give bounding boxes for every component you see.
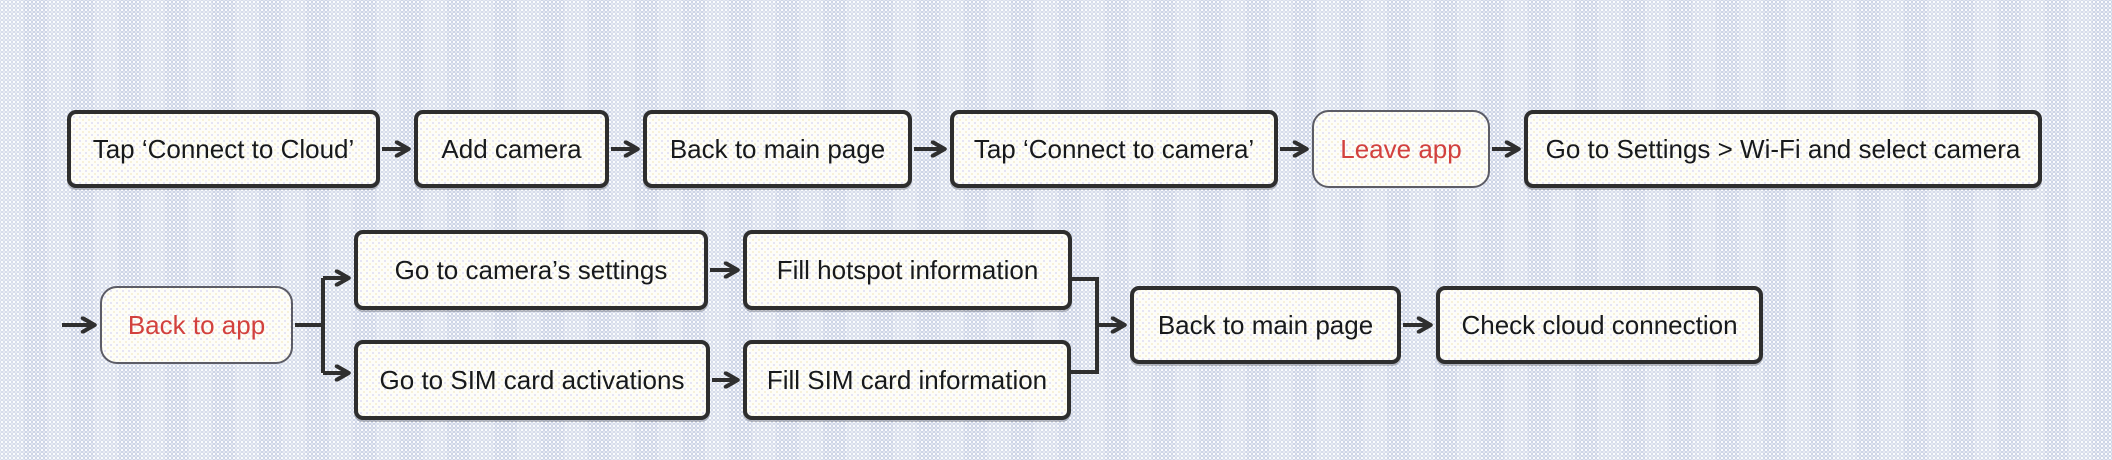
edge-backtoapp-fork [295, 278, 325, 373]
node-fill-sim-card-information: Fill SIM card information [743, 340, 1071, 420]
node-go-to-settings-wifi: Go to Settings > Wi-Fi and select camera [1524, 110, 2042, 188]
node-go-to-camera-settings: Go to camera’s settings [354, 230, 708, 310]
node-tap-connect-to-camera: Tap ‘Connect to camera’ [950, 110, 1278, 188]
node-leave-app: Leave app [1312, 110, 1490, 188]
node-back-to-app: Back to app [100, 286, 293, 364]
node-back-to-main-page-2: Back to main page [1130, 286, 1401, 364]
node-go-to-sim-card-activations: Go to SIM card activations [354, 340, 710, 420]
node-back-to-main-page-1: Back to main page [643, 110, 912, 188]
node-check-cloud-connection: Check cloud connection [1436, 286, 1763, 364]
edge-merge-join [1071, 277, 1099, 374]
node-add-camera: Add camera [414, 110, 609, 188]
node-fill-hotspot-information: Fill hotspot information [743, 230, 1072, 310]
node-tap-connect-to-cloud: Tap ‘Connect to Cloud’ [67, 110, 380, 188]
